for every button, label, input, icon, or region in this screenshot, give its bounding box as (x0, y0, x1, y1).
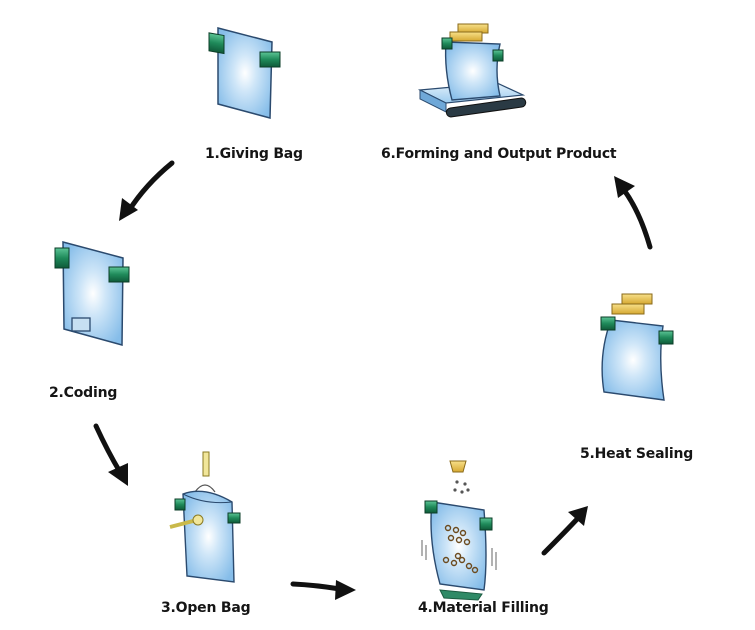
step-5-heat-sealing-icon (600, 293, 674, 401)
arrow-3-to-4 (290, 580, 356, 600)
step-4-material-filling-icon (421, 460, 497, 601)
step-6-forming-output-icon (417, 23, 527, 118)
arrow-2-to-3 (93, 423, 128, 486)
arrow-5-to-6 (614, 176, 653, 250)
step-3-label: 3.Open Bag (161, 600, 251, 616)
step-1-giving-bag-icon (208, 27, 281, 119)
arrow-4-to-5 (541, 506, 588, 556)
step-2-coding-icon (54, 241, 130, 346)
step-2-label: 2.Coding (49, 385, 118, 401)
step-6-label: 6.Forming and Output Product (381, 146, 617, 162)
step-5-label: 5.Heat Sealing (580, 446, 694, 462)
step-4-label: 4.Material Filling (418, 600, 549, 616)
step-1-label: 1.Giving Bag (205, 146, 303, 162)
arrow-1-to-2 (119, 160, 175, 221)
step-3-open-bag-icon (169, 451, 241, 583)
